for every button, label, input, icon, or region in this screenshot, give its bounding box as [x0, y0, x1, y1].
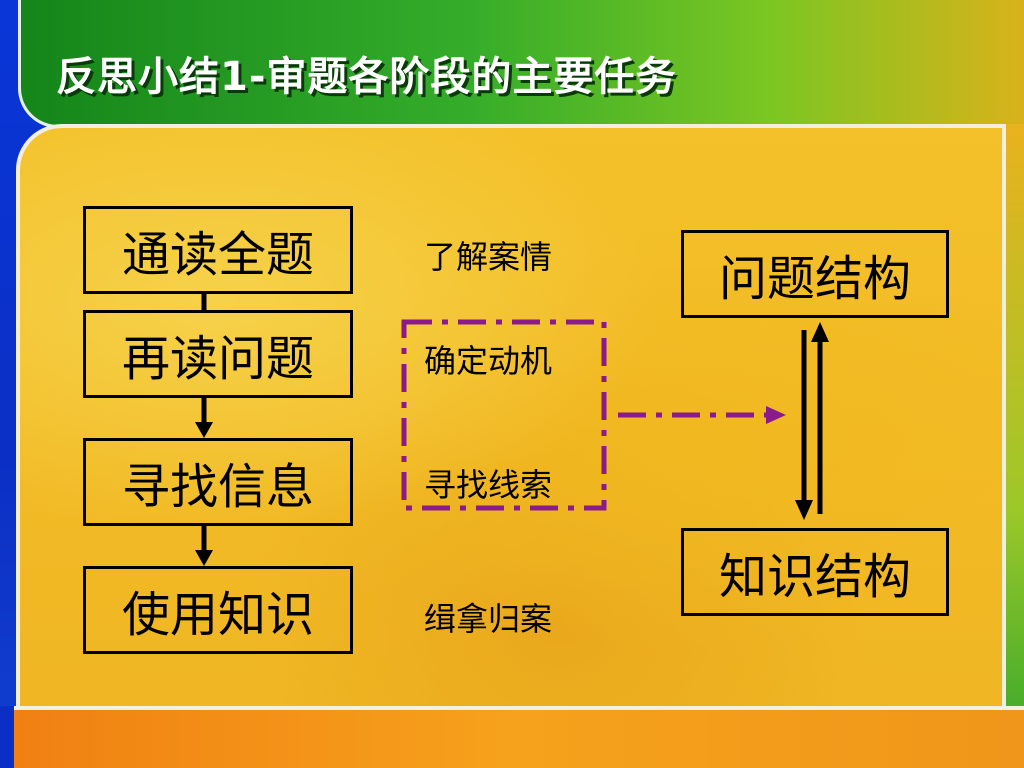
- right-strip: [1006, 124, 1024, 768]
- arrowhead-2-3: [195, 422, 213, 438]
- arrowhead-3-4: [195, 550, 213, 566]
- dashed-arrowhead: [766, 406, 786, 424]
- content-panel: [16, 124, 1006, 706]
- note-understand-case: 了解案情: [424, 238, 553, 276]
- note-find-clues: 寻找线索: [424, 466, 553, 504]
- step-box-find-info: 寻找信息: [83, 438, 353, 526]
- step-box-read-all: 通读全题: [83, 206, 353, 294]
- note-determine-motive: 确定动机: [424, 342, 553, 380]
- dashed-group-box: [401, 319, 607, 511]
- slide-title: 反思小结1-审题各阶段的主要任务: [56, 54, 677, 100]
- knowledge-structure-box: 知识结构: [681, 528, 949, 616]
- up-arrowhead: [811, 322, 829, 342]
- title-panel: [18, 0, 1024, 128]
- problem-structure-box: 问题结构: [681, 230, 949, 318]
- down-arrowhead: [795, 500, 813, 520]
- bottom-band: [0, 706, 1024, 768]
- bottom-blue-corner: [0, 706, 14, 768]
- step-box-use-knowledge: 使用知识: [83, 566, 353, 654]
- note-arrest: 缉拿归案: [424, 600, 553, 638]
- step-box-reread-question: 再读问题: [83, 310, 353, 398]
